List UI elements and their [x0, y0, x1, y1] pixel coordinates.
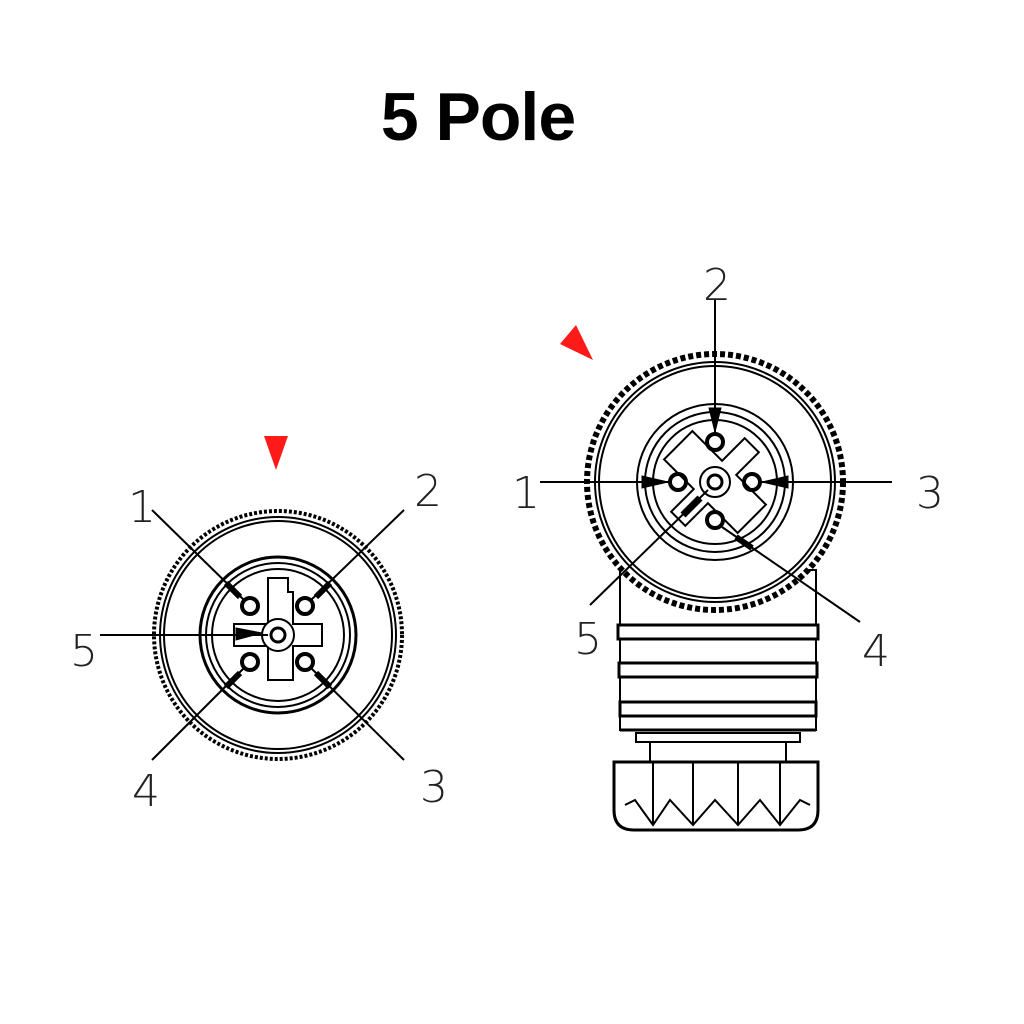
right-pin-label-5: 5 [574, 614, 602, 665]
left-connector [100, 436, 405, 761]
left-pin-label-3: 3 [420, 762, 448, 813]
left-pin-label-4: 4 [132, 766, 160, 817]
right-pin-label-1: 1 [512, 468, 540, 519]
left-orientation-marker-icon [264, 436, 288, 470]
right-orientation-marker-icon [560, 325, 593, 360]
page-title: 5 Pole [380, 79, 576, 155]
right-pin-label-2: 2 [703, 260, 731, 311]
right-connector [540, 300, 892, 832]
right-pin-label-3: 3 [916, 468, 944, 519]
left-pin-label-2: 2 [414, 466, 442, 517]
right-pin-label-4: 4 [862, 626, 890, 677]
left-pin-label-5: 5 [70, 626, 98, 677]
left-pin-label-1: 1 [128, 482, 156, 533]
